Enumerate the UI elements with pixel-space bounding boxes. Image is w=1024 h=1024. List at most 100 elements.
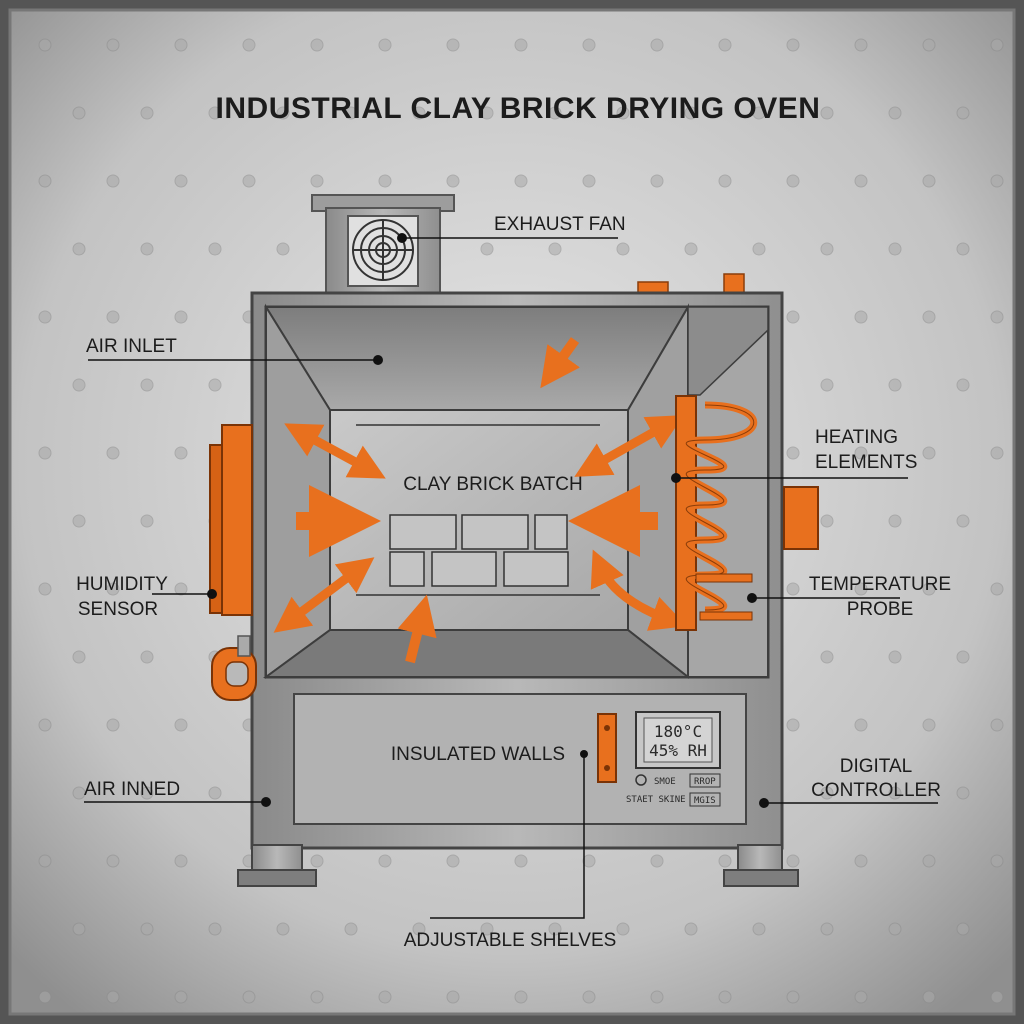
rivet	[820, 378, 834, 392]
controller-button-3-frame[interactable]	[689, 792, 721, 807]
rivet	[174, 446, 188, 460]
rivet	[310, 990, 324, 1004]
rivet	[174, 990, 188, 1004]
controller-button-2[interactable]: RROP	[694, 777, 716, 787]
power-icon[interactable]	[635, 774, 647, 786]
temperature-probe-label-line1: TEMPERATURE	[809, 574, 951, 595]
insulated-walls-label: INSULATED WALLS	[391, 744, 565, 765]
rivet	[378, 990, 392, 1004]
digital-controller-label-line2: CONTROLLER	[811, 780, 941, 801]
rivet	[174, 174, 188, 188]
rivet	[72, 242, 86, 256]
rivet	[786, 446, 800, 460]
rivet	[684, 106, 698, 120]
rivet	[38, 446, 52, 460]
rivet	[854, 582, 868, 596]
rivet	[242, 174, 256, 188]
rivet	[582, 990, 596, 1004]
heating-elements-label-line1: HEATING	[815, 427, 898, 448]
rivet	[616, 106, 630, 120]
rivet	[38, 854, 52, 868]
rivet	[38, 38, 52, 52]
rivet	[72, 514, 86, 528]
rivet	[344, 106, 358, 120]
rivet	[140, 786, 154, 800]
rivet	[174, 310, 188, 324]
rivet	[72, 378, 86, 392]
rivet	[582, 854, 596, 868]
adjustable-shelves-label: ADJUSTABLE SHELVES	[404, 930, 617, 951]
airflow-arrow-bottom	[397, 594, 437, 664]
rivet	[582, 174, 596, 188]
panel-handle-screw-top	[604, 725, 610, 731]
rivet	[956, 514, 970, 528]
airflow-arrow-upper-left	[284, 423, 386, 479]
probe-bracket	[695, 573, 753, 583]
rivet	[412, 922, 426, 936]
oven-legs	[237, 844, 799, 887]
rivet	[854, 174, 868, 188]
rivet	[956, 650, 970, 664]
exhaust-fan-icon	[352, 219, 414, 281]
humidity-sensor-label-line1: HUMIDITY	[76, 574, 168, 595]
rivet	[684, 242, 698, 256]
rivet	[922, 854, 936, 868]
rivet	[990, 38, 1004, 52]
adjustable-shelves-leader	[430, 754, 585, 919]
rivet	[990, 854, 1004, 868]
rivet	[820, 650, 834, 664]
diagram-title: INDUSTRIAL CLAY BRICK DRYING OVEN	[216, 92, 821, 125]
heating-elements-label-line2: ELEMENTS	[815, 452, 917, 473]
rivet	[718, 990, 732, 1004]
rivet	[548, 106, 562, 120]
rivet	[446, 174, 460, 188]
rivet	[922, 990, 936, 1004]
rivet	[38, 582, 52, 596]
rivet	[718, 38, 732, 52]
rivet	[208, 922, 222, 936]
rivet	[446, 854, 460, 868]
rivet	[582, 38, 596, 52]
rivet	[956, 242, 970, 256]
rivet	[786, 990, 800, 1004]
rivet	[106, 446, 120, 460]
rivet	[208, 106, 222, 120]
rivet	[106, 310, 120, 324]
rivet	[888, 786, 902, 800]
rivet	[140, 514, 154, 528]
rivet	[514, 854, 528, 868]
rivet	[72, 786, 86, 800]
controller-button-3[interactable]: MGIS	[694, 796, 716, 806]
rivet	[820, 922, 834, 936]
coil-base	[699, 611, 753, 621]
rivet	[718, 854, 732, 868]
rivet	[922, 446, 936, 460]
rivet	[956, 786, 970, 800]
rivet	[446, 990, 460, 1004]
rivet	[140, 922, 154, 936]
rivet	[72, 106, 86, 120]
rivet	[752, 106, 766, 120]
rivet	[208, 378, 222, 392]
rivet	[276, 106, 290, 120]
rivet	[718, 174, 732, 188]
airflow-arrows	[273, 337, 687, 664]
rivet	[888, 650, 902, 664]
controller-button-1[interactable]: SMOE	[654, 777, 676, 787]
panel-handle-screw-bottom	[604, 765, 610, 771]
rivet	[310, 174, 324, 188]
controller-button-2-frame[interactable]	[689, 773, 721, 788]
rivet	[38, 310, 52, 324]
rivet	[106, 990, 120, 1004]
rivet	[242, 38, 256, 52]
rivet	[514, 990, 528, 1004]
rivet	[140, 378, 154, 392]
rivet	[990, 718, 1004, 732]
digital-controller-label-line1: DIGITAL	[840, 756, 913, 777]
rivet	[72, 650, 86, 664]
rivet	[820, 514, 834, 528]
rivet	[106, 718, 120, 732]
rivet	[344, 922, 358, 936]
